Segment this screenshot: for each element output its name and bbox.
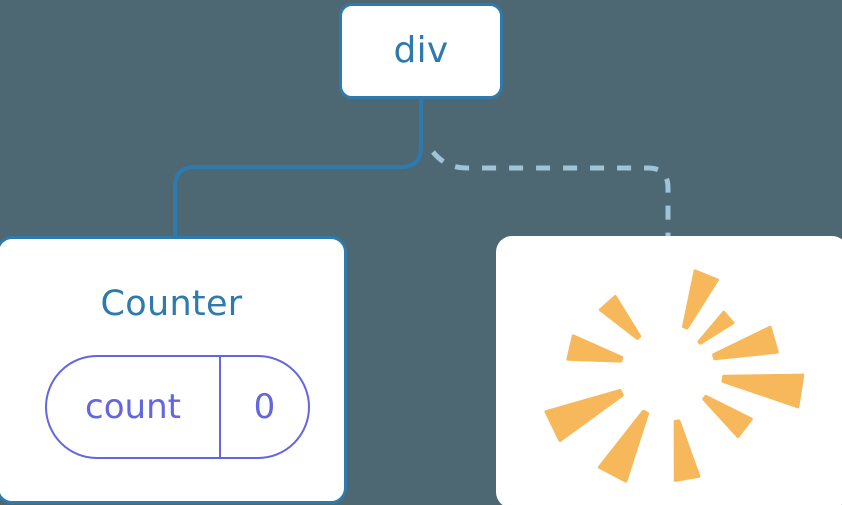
starburst-ray-2	[697, 310, 735, 345]
node-counter-label: Counter	[100, 284, 243, 324]
starburst-ray-5	[702, 394, 753, 439]
node-sparkle[interactable]	[496, 236, 842, 505]
starburst-ray-1	[681, 269, 719, 330]
starburst-ray-4	[721, 373, 805, 409]
node-div[interactable]: div	[339, 3, 503, 99]
starburst-ray-8	[544, 388, 624, 442]
node-div-label: div	[393, 30, 449, 71]
edge-root-to-counter	[173, 97, 423, 240]
starburst-ray-7	[597, 409, 650, 483]
state-pill-value: 0	[253, 387, 276, 427]
node-counter[interactable]: Counter count 0	[0, 236, 347, 504]
starburst-ray-6	[673, 419, 701, 482]
state-pill-key: count	[47, 357, 221, 457]
edge-root-to-sparkle	[431, 150, 671, 238]
starburst-ray-3	[712, 325, 779, 361]
starburst-ray-10	[598, 294, 642, 340]
starburst-ray-9	[566, 334, 624, 363]
starburst-icon	[544, 269, 805, 483]
state-pill-count[interactable]: count 0	[45, 355, 310, 459]
